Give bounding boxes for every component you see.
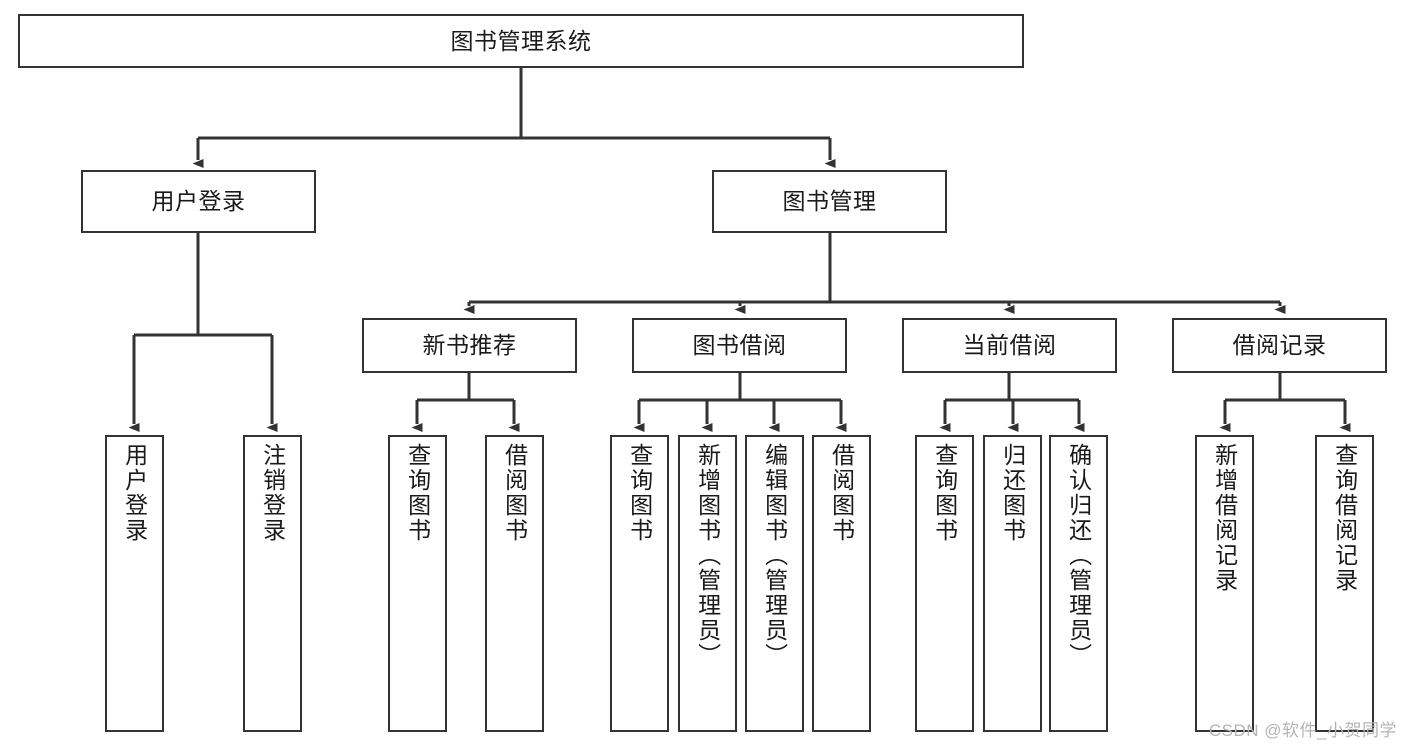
node-current-borrow[interactable]: 当前借阅	[902, 318, 1117, 373]
node-label: 新书推荐	[422, 332, 517, 359]
node-leaf-confirm-return[interactable]: 确认归还（管理员）	[1049, 435, 1108, 732]
node-leaf-borrow-book-1[interactable]: 借阅图书	[485, 435, 544, 732]
node-new-book-recommend[interactable]: 新书推荐	[362, 318, 577, 373]
node-label: 查询图书	[404, 443, 431, 543]
node-label: 用户登录	[151, 188, 246, 215]
node-leaf-query-record[interactable]: 查询借阅记录	[1315, 435, 1374, 732]
node-label: 查询图书	[931, 443, 958, 543]
node-root-system[interactable]: 图书管理系统	[18, 14, 1024, 68]
watermark-text: CSDN @软件_小贺同学	[1208, 721, 1397, 740]
node-leaf-query-book-2[interactable]: 查询图书	[610, 435, 669, 732]
node-leaf-query-book-3[interactable]: 查询图书	[915, 435, 974, 732]
node-label: 图书借阅	[692, 332, 787, 359]
node-label: 注销登录	[259, 443, 286, 543]
node-label: 借阅图书	[501, 443, 528, 543]
node-leaf-query-book-1[interactable]: 查询图书	[388, 435, 447, 732]
node-leaf-add-book[interactable]: 新增图书（管理员）	[678, 435, 737, 732]
node-label: 图书管理系统	[450, 27, 592, 54]
node-leaf-return-book[interactable]: 归还图书	[983, 435, 1042, 732]
node-label: 查询借阅记录	[1331, 443, 1358, 593]
node-label: 用户登录	[121, 443, 148, 543]
node-leaf-add-record[interactable]: 新增借阅记录	[1195, 435, 1254, 732]
node-borrow-record[interactable]: 借阅记录	[1172, 318, 1387, 373]
node-label: 归还图书	[999, 443, 1026, 543]
node-leaf-logout[interactable]: 注销登录	[243, 435, 302, 732]
node-label: 借阅记录	[1232, 332, 1327, 359]
node-leaf-user-login[interactable]: 用户登录	[105, 435, 164, 732]
node-label: 编辑图书（管理员）	[761, 443, 788, 668]
node-book-borrow[interactable]: 图书借阅	[632, 318, 847, 373]
node-label: 新增借阅记录	[1211, 443, 1238, 593]
node-book-management[interactable]: 图书管理	[712, 170, 947, 233]
node-label: 确认归还（管理员）	[1065, 443, 1092, 668]
node-leaf-edit-book[interactable]: 编辑图书（管理员）	[745, 435, 804, 732]
node-label: 图书管理	[782, 188, 877, 215]
node-label: 当前借阅	[962, 332, 1057, 359]
node-label: 查询图书	[626, 443, 653, 543]
node-user-login[interactable]: 用户登录	[81, 170, 316, 233]
node-label: 新增图书（管理员）	[694, 443, 721, 668]
node-label: 借阅图书	[828, 443, 855, 543]
node-leaf-borrow-book-2[interactable]: 借阅图书	[812, 435, 871, 732]
